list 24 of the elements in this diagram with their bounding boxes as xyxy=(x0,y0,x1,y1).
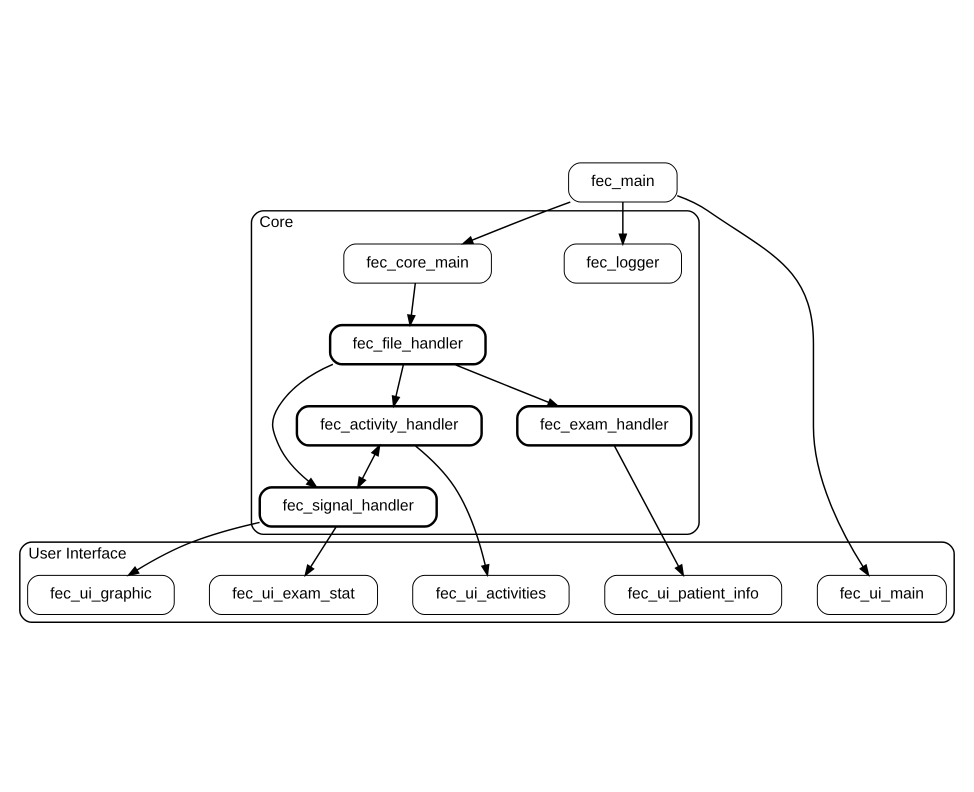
arrow xyxy=(272,363,334,488)
node-box: fec_ui_exam_stat xyxy=(208,574,378,614)
node-box: fec_logger xyxy=(564,243,682,284)
arrow xyxy=(614,444,684,577)
arrow xyxy=(126,521,260,576)
arrow xyxy=(414,444,490,577)
node-box: fec_file_handler xyxy=(328,323,487,365)
arrow xyxy=(618,202,628,246)
node-box: fec_core_main xyxy=(343,243,492,284)
arrow xyxy=(454,363,560,406)
node-box: fec_ui_main xyxy=(816,574,947,614)
arrow xyxy=(407,282,416,327)
arrow xyxy=(677,194,870,577)
node-box: fec_signal_handler xyxy=(258,486,438,528)
arrow xyxy=(392,364,404,408)
arrow xyxy=(460,200,571,244)
node-box: fec_ui_patient_info xyxy=(604,574,782,614)
arrow xyxy=(304,526,337,577)
node-box: fec_exam_handler xyxy=(516,404,692,446)
node-box: fec_ui_activities xyxy=(412,574,570,614)
node-box: fec_ui_graphic xyxy=(27,574,175,614)
node-box: fec_activity_handler xyxy=(296,404,483,446)
node-box: fec_main xyxy=(568,162,678,202)
arrow xyxy=(356,443,381,489)
